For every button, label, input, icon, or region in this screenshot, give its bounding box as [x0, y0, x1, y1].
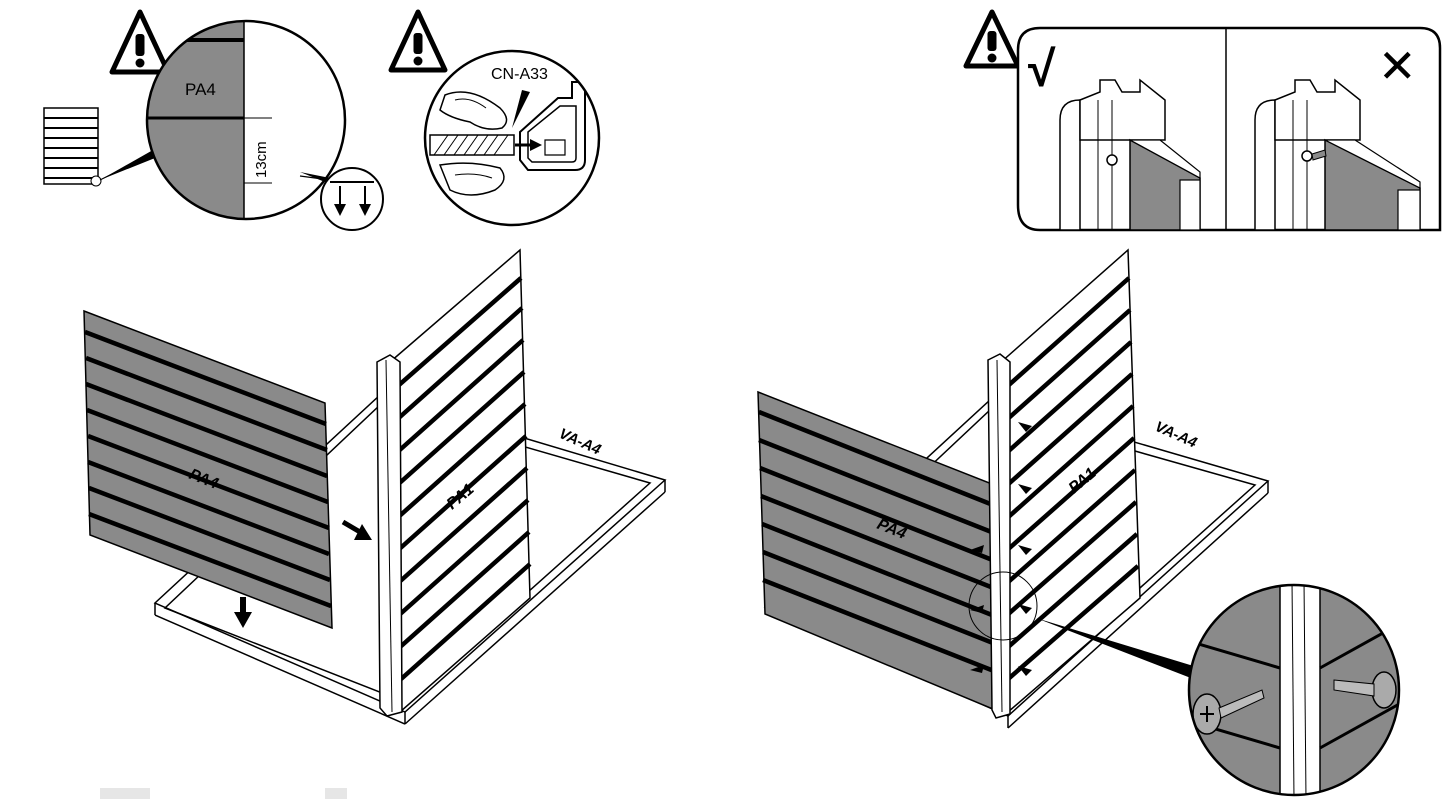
warning-icon [388, 9, 448, 73]
measure-label: 13cm [253, 141, 270, 178]
down-arrows-circle [299, 167, 384, 231]
connector-label: CN-A33 [491, 66, 548, 83]
screw-icon [970, 422, 1032, 676]
pa4-detail-label: PA4 [185, 80, 216, 99]
screw-icon [1192, 689, 1265, 735]
panel-stack-thumbnail [43, 107, 161, 187]
panel-pa4-installed [757, 390, 1001, 714]
connector-detail-circle: CN-A33 [423, 49, 601, 227]
screw-detail-circle [1187, 583, 1401, 797]
wrong-assembly [1254, 78, 1421, 231]
arrow-down-icon [359, 186, 371, 216]
frame-va-a4-label: VA-A4 [1152, 418, 1200, 452]
panel-pa1 [376, 248, 532, 717]
arrow-down-icon [234, 597, 252, 628]
right-assembly-scene: PA4 PA1 VA-A4 [757, 248, 1270, 729]
frame-va-a4-label: VA-A4 [556, 425, 604, 459]
correct-assembly [1059, 78, 1201, 231]
panel-pa1 [999, 248, 1141, 714]
comparison-box: √ ✕ [1016, 26, 1442, 232]
wrong-mark: ✕ [1378, 40, 1417, 92]
correct-mark: √ [1028, 41, 1056, 97]
arrow-down-icon [334, 186, 346, 216]
watermark [100, 788, 347, 799]
arrow-right-icon [341, 519, 372, 540]
left-assembly-scene: PA4 PA1 VA-A4 [83, 248, 667, 725]
warning-icon [963, 9, 1021, 69]
panel-pa4-floating [83, 309, 333, 630]
screw-icon [1333, 671, 1397, 709]
warning-icon [109, 9, 171, 75]
panel-height-detail-circle: PA4 13cm [145, 19, 347, 221]
